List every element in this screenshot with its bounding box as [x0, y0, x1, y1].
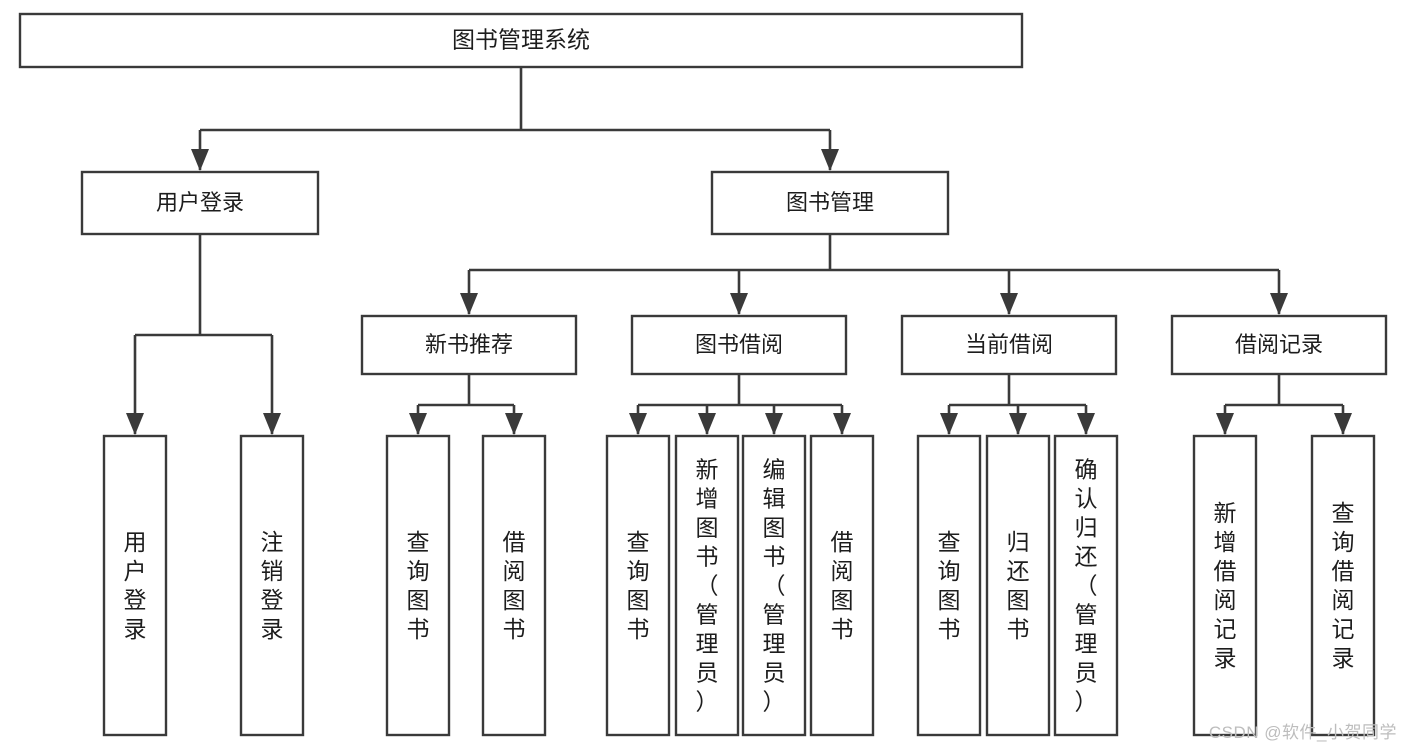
node-box[interactable]	[1310, 434, 1376, 737]
node-box[interactable]	[985, 434, 1051, 737]
node-leaf-return-book[interactable]: 归还图书	[985, 434, 1051, 737]
node-leaf-query-book-3[interactable]: 查询图书	[916, 434, 982, 737]
arrow-head	[505, 413, 523, 435]
node-leaf-confirm-return[interactable]: 确认归还（管理员）	[1053, 434, 1119, 737]
node-box[interactable]	[1053, 434, 1119, 737]
arrow-head	[940, 413, 958, 435]
node-box[interactable]	[916, 434, 982, 737]
node-box[interactable]	[605, 434, 671, 737]
node-box[interactable]	[18, 12, 1024, 69]
node-user-login[interactable]: 用户登录	[80, 170, 320, 236]
node-book-manage[interactable]: 图书管理	[710, 170, 950, 236]
arrow-head	[698, 413, 716, 435]
node-leaf-add-book[interactable]: 新增图书（管理员）	[674, 434, 740, 737]
arrow-head	[833, 413, 851, 435]
arrow-head	[1216, 413, 1234, 435]
arrow-head	[1270, 293, 1288, 315]
arrow-head	[263, 413, 281, 435]
node-label: 查询借阅记录	[1332, 500, 1355, 671]
node-label: 借阅记录	[1235, 332, 1323, 357]
node-label: 新增借阅记录	[1214, 500, 1237, 671]
node-book-borrow[interactable]: 图书借阅	[630, 314, 848, 376]
node-label: 借阅图书	[831, 529, 854, 642]
arrow-head	[1009, 413, 1027, 435]
node-label: 图书管理	[786, 190, 874, 215]
node-box[interactable]	[1170, 314, 1388, 376]
arrow-head	[765, 413, 783, 435]
node-leaf-query-record[interactable]: 查询借阅记录	[1310, 434, 1376, 737]
node-box[interactable]	[80, 170, 320, 236]
node-label: 当前借阅	[965, 332, 1053, 357]
arrow-head	[409, 413, 427, 435]
node-label: 借阅图书	[503, 529, 526, 642]
node-box[interactable]	[481, 434, 547, 737]
arrow-head	[730, 293, 748, 315]
node-box[interactable]	[239, 434, 305, 737]
arrow-head	[629, 413, 647, 435]
node-label: 归还图书	[1007, 529, 1030, 642]
node-label: 图书管理系统	[452, 27, 590, 53]
arrow-head	[1077, 413, 1095, 435]
node-leaf-add-record[interactable]: 新增借阅记录	[1192, 434, 1258, 737]
node-label: 查询图书	[407, 529, 430, 642]
connector-layer	[126, 67, 1352, 435]
node-box[interactable]	[385, 434, 451, 737]
node-label: 新书推荐	[425, 332, 513, 357]
node-leaf-borrow-book-1[interactable]: 借阅图书	[481, 434, 547, 737]
arrow-head	[460, 293, 478, 315]
node-leaf-query-book-1[interactable]: 查询图书	[385, 434, 451, 737]
node-box[interactable]	[630, 314, 848, 376]
node-box[interactable]	[674, 434, 740, 737]
arrow-head	[191, 149, 209, 171]
node-root[interactable]: 图书管理系统	[18, 12, 1024, 69]
node-leaf-user-login[interactable]: 用户登录	[102, 434, 168, 737]
node-label: 用户登录	[124, 529, 147, 642]
arrow-head	[1334, 413, 1352, 435]
node-leaf-borrow-book-2[interactable]: 借阅图书	[809, 434, 875, 737]
arrow-head	[1000, 293, 1018, 315]
node-leaf-logout[interactable]: 注销登录	[239, 434, 305, 737]
node-leaf-edit-book[interactable]: 编辑图书（管理员）	[741, 434, 807, 737]
node-new-book-rec[interactable]: 新书推荐	[360, 314, 578, 376]
node-box[interactable]	[1192, 434, 1258, 737]
node-box[interactable]	[102, 434, 168, 737]
node-label: 图书借阅	[695, 332, 783, 357]
node-label: 查询图书	[938, 529, 961, 642]
node-box[interactable]	[360, 314, 578, 376]
node-current-borrow[interactable]: 当前借阅	[900, 314, 1118, 376]
node-leaf-query-book-2[interactable]: 查询图书	[605, 434, 671, 737]
node-layer: 图书管理系统用户登录图书管理新书推荐图书借阅当前借阅借阅记录用户登录注销登录查询…	[18, 12, 1388, 737]
node-box[interactable]	[741, 434, 807, 737]
node-box[interactable]	[710, 170, 950, 236]
node-label: 编辑图书（管理员）	[763, 457, 786, 715]
watermark-text: CSDN @软件_小贺同学	[1208, 723, 1397, 742]
arrow-head	[821, 149, 839, 171]
node-label: 新增图书（管理员）	[696, 457, 719, 715]
arrow-head	[126, 413, 144, 435]
node-label: 用户登录	[156, 190, 244, 215]
node-label: 注销登录	[261, 529, 284, 642]
node-label: 查询图书	[627, 529, 650, 642]
node-label: 确认归还（管理员）	[1075, 457, 1098, 715]
node-borrow-record[interactable]: 借阅记录	[1170, 314, 1388, 376]
node-box[interactable]	[900, 314, 1118, 376]
node-box[interactable]	[809, 434, 875, 737]
